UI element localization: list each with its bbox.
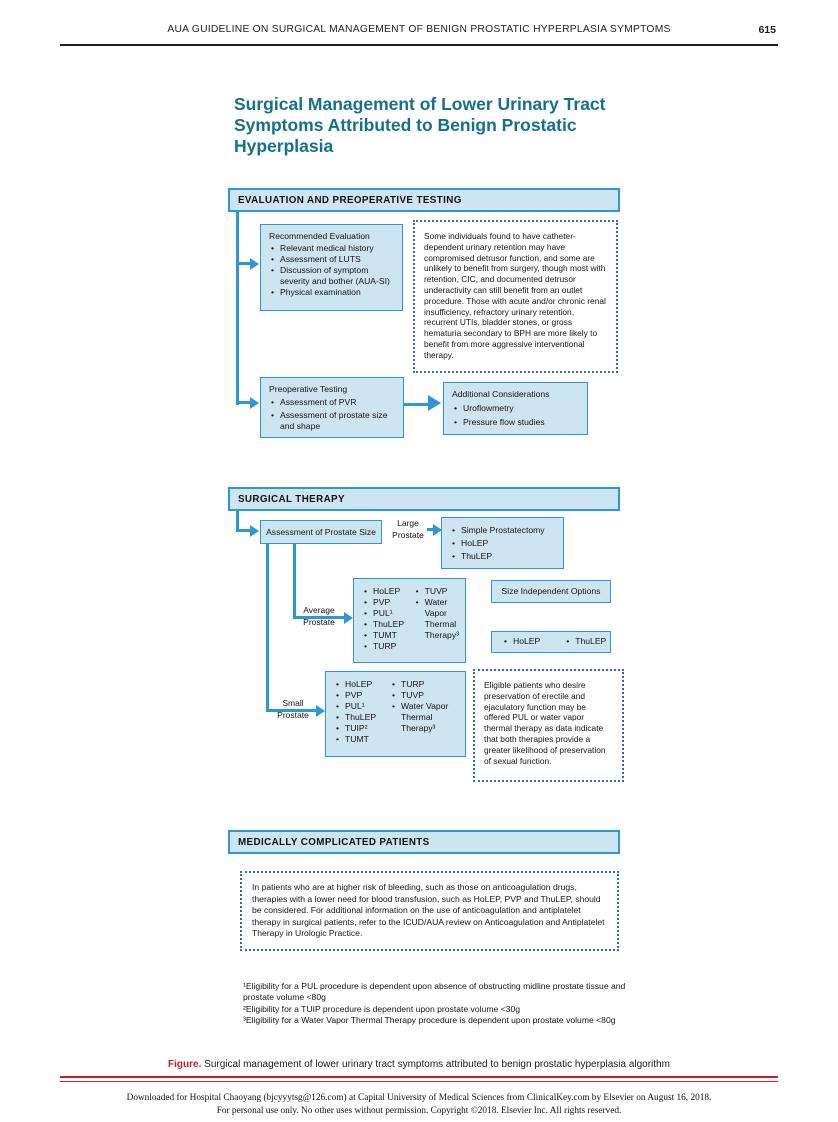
footnote: ³Eligibility for a Water Vapor Thermal T… — [243, 1015, 616, 1026]
list-item: TUIP² — [334, 723, 390, 734]
arrow-icon — [250, 397, 259, 409]
arrow-icon — [250, 258, 259, 270]
connector-line — [266, 543, 269, 712]
running-head: AUA GUIDELINE ON SURGICAL MANAGEMENT OF … — [60, 24, 778, 46]
list-item: Pressure flow studies — [452, 417, 581, 428]
list-item: HoLEP — [450, 538, 557, 549]
bleeding-risk-note-box: In patients who are at higher risk of bl… — [240, 871, 619, 951]
list-item: TUVP — [390, 690, 456, 701]
section-header-evaluation: EVALUATION AND PREOPERATIVE TESTING — [228, 188, 620, 212]
download-notice-line: Downloaded for Hospital Chaoyang (bjcyyy… — [126, 1093, 712, 1103]
preoperative-testing-box: Preoperative Testing Assessment of PVR A… — [260, 377, 404, 438]
list-item: Discussion of symptom severity and bothe… — [269, 265, 396, 287]
small-prostate-options-box: HoLEP PVP PUL¹ ThuLEP TUIP² TUMT TURP TU… — [325, 671, 466, 757]
connector-line — [238, 529, 250, 532]
figure-caption-text: Surgical management of lower urinary tra… — [201, 1059, 670, 1070]
options-column: HoLEP PVP PUL¹ ThuLEP TUIP² TUMT — [334, 679, 390, 745]
branch-label-large-prostate: Large Prostate — [392, 518, 424, 540]
arrow-icon — [316, 705, 325, 717]
list-item: ThuLEP — [362, 619, 414, 630]
list-item: PUL¹ — [362, 608, 414, 619]
options-column: TURP TUVP Water Vapor Thermal Therapy³ — [390, 679, 456, 745]
list-item: TUMT — [334, 734, 390, 745]
list-item: HoLEP — [334, 679, 390, 690]
arrow-icon — [250, 525, 259, 537]
box-title: Additional Considerations — [452, 389, 550, 399]
assessment-of-prostate-size-box: Assessment of Prostate Size — [260, 520, 382, 544]
arrow-icon — [344, 612, 353, 624]
evaluation-note-box: Some individuals found to have catheter-… — [413, 220, 618, 373]
section-header-medically-complicated: MEDICALLY COMPLICATED PATIENTS — [228, 830, 620, 854]
bottom-rule — [60, 1076, 778, 1082]
box-title: Preoperative Testing — [269, 384, 348, 394]
list-item: Uroflowmetry — [452, 403, 581, 414]
list-item: Assessment of PVR — [269, 397, 397, 408]
sexual-function-note-box: Eligible patients who desire preservatio… — [473, 669, 624, 782]
branch-label-average-prostate: Average Prostate — [303, 605, 335, 627]
list-item: ThuLEP — [334, 712, 390, 723]
list-item: Simple Prostatectomy — [450, 525, 557, 536]
connector-line — [404, 403, 429, 406]
connector-line — [293, 616, 345, 619]
list-item: Assessment of LUTS — [269, 254, 396, 265]
list-item: TUMT — [362, 630, 414, 641]
list-item: Water Vapor Thermal Therapy³ — [390, 701, 456, 734]
box-title: Recommended Evaluation — [269, 231, 370, 241]
figure-caption: Figure. Surgical management of lower uri… — [60, 1059, 778, 1070]
size-independent-options-box: Size Independent Options — [491, 580, 611, 603]
figure-caption-label: Figure. — [168, 1059, 202, 1070]
list-item: Water Vapor Thermal Therapy³ — [414, 597, 459, 641]
list-item: ThuLEP — [564, 636, 606, 652]
list-item: HoLEP — [502, 636, 540, 652]
connector-line — [238, 401, 250, 404]
download-notice: Downloaded for Hospital Chaoyang (bjcyyy… — [60, 1092, 778, 1117]
list-item: HoLEP — [362, 586, 414, 597]
additional-considerations-box: Additional Considerations Uroflowmetry P… — [443, 382, 588, 435]
arrow-icon — [433, 524, 442, 536]
figure-footnotes: ¹Eligibility for a PUL procedure is depe… — [243, 981, 635, 1027]
size-independent-list-box: HoLEP ThuLEP — [491, 631, 611, 653]
footnote: ¹Eligibility for a PUL procedure is depe… — [243, 981, 626, 1003]
average-prostate-options-box: HoLEP PVP PUL¹ ThuLEP TUMT TURP TUVP Wat… — [353, 578, 466, 663]
figure-title: Surgical Management of Lower Urinary Tra… — [234, 94, 606, 156]
recommended-evaluation-box: Recommended Evaluation Relevant medical … — [260, 224, 403, 311]
list-item: Physical examination — [269, 287, 396, 298]
list-item: Relevant medical history — [269, 243, 396, 254]
list-item: PVP — [334, 690, 390, 701]
section-header-surgical-therapy: SURGICAL THERAPY — [228, 487, 620, 511]
connector-line — [427, 528, 434, 531]
options-column: TUVP Water Vapor Thermal Therapy³ — [414, 586, 459, 652]
connector-line — [266, 709, 316, 712]
running-head-title: AUA GUIDELINE ON SURGICAL MANAGEMENT OF … — [167, 24, 671, 35]
connector-line — [236, 511, 239, 532]
list-item: TUVP — [414, 586, 459, 597]
connector-line — [238, 262, 250, 265]
list-item: PVP — [362, 597, 414, 608]
branch-label-small-prostate: Small Prostate — [277, 698, 309, 720]
large-prostate-options-box: Simple Prostatectomy HoLEP ThuLEP — [441, 517, 564, 569]
list-item: PUL¹ — [334, 701, 390, 712]
connector-line — [293, 543, 296, 619]
arrow-icon — [428, 395, 441, 411]
list-item: Assessment of prostate size and shape — [269, 410, 397, 432]
list-item: TURP — [390, 679, 456, 690]
download-notice-line: For personal use only. No other uses wit… — [216, 1105, 622, 1116]
footnote: ²Eligibility for a TUIP procedure is dep… — [243, 1003, 520, 1014]
options-column: HoLEP PVP PUL¹ ThuLEP TUMT TURP — [362, 586, 414, 652]
list-item: TURP — [362, 641, 414, 652]
page-number: 615 — [758, 24, 776, 36]
connector-line — [236, 212, 239, 405]
list-item: ThuLEP — [450, 551, 557, 562]
